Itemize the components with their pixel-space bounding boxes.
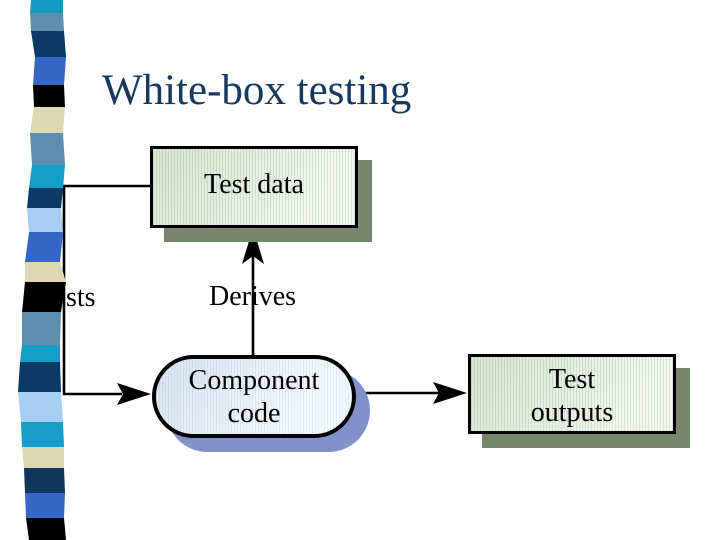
stripe-segment — [33, 57, 66, 85]
stripe-segment — [25, 262, 66, 282]
node-test-outputs-label-line2: outputs — [530, 396, 614, 428]
derives-label: Derives — [209, 281, 297, 312]
node-component-code-label-line1: Component — [188, 364, 320, 396]
node-test-data-label: Test data — [204, 168, 304, 200]
stripe-segment — [30, 13, 64, 31]
stripe-segment — [30, 0, 63, 13]
stripe-segment — [20, 345, 60, 362]
node-test-outputs: Test outputs — [468, 354, 676, 434]
stripe-segment — [31, 31, 66, 57]
stripe-segment — [30, 133, 65, 165]
stripe-segment — [25, 493, 65, 518]
arrowhead-into-component-icon — [117, 383, 151, 405]
node-component-code: Component code — [152, 355, 356, 438]
stripe-segment — [27, 208, 63, 232]
arrowhead-derives-up-icon — [242, 228, 264, 264]
stripe-segment — [25, 232, 63, 262]
stripe-segment — [22, 282, 66, 312]
decorative-stripe — [18, 0, 66, 540]
stripe-segment — [24, 468, 65, 493]
stripe-segment — [21, 422, 64, 447]
arrowhead-into-outputs-icon — [433, 382, 467, 404]
node-test-outputs-label-line1: Test — [548, 363, 596, 395]
node-test-data: Test data — [150, 146, 358, 228]
stripe-segment — [18, 392, 63, 422]
stripe-segment — [29, 165, 65, 188]
stripe-segment — [22, 447, 64, 468]
stripe-segment — [26, 518, 66, 540]
stripe-segment — [22, 312, 61, 345]
stripe-segment — [30, 107, 65, 133]
node-component-code-label-line2: code — [227, 397, 281, 429]
stripe-segment — [33, 85, 65, 107]
tests-label-partial: sts — [66, 282, 96, 313]
stripe-segment — [27, 188, 63, 208]
page-title: White-box testing — [102, 67, 412, 114]
stripe-segment — [18, 362, 61, 392]
